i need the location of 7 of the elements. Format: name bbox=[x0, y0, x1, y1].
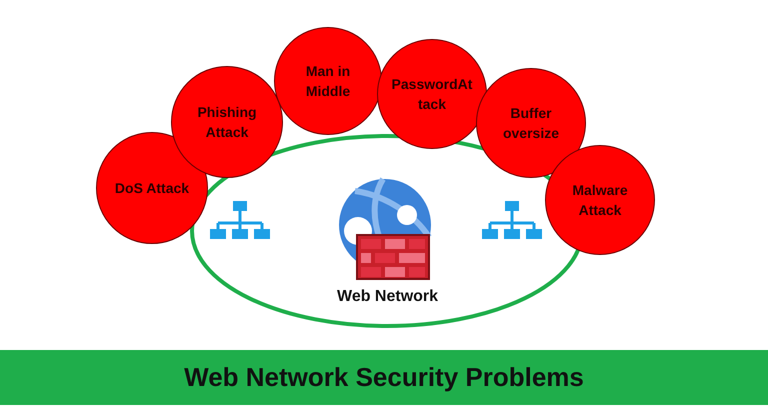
attack-circle: Man in Middle bbox=[274, 27, 382, 135]
attack-circle: Buffer oversize bbox=[476, 68, 586, 178]
network-label: Web Network bbox=[337, 288, 438, 306]
title-banner: Web Network Security Problems bbox=[0, 350, 768, 405]
attack-circle: Phishing Attack bbox=[171, 66, 283, 178]
attack-circle: PasswordAttack bbox=[377, 39, 487, 149]
attack-circle: Malware Attack bbox=[545, 145, 655, 255]
